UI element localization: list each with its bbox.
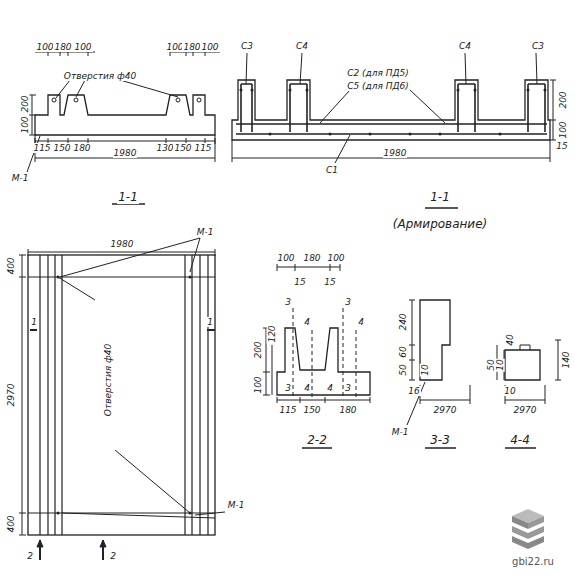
dimension-label: 3 (284, 297, 292, 307)
section-1-1 (27, 49, 220, 204)
dimension-label: С2 (для ПД5) (346, 68, 410, 78)
section-3-3 (407, 300, 470, 448)
dimension-label: М-1 (391, 427, 410, 437)
dimension-label: 100 (276, 253, 295, 263)
dimension-label: 3 (344, 297, 352, 307)
dimension-label: М-1 (11, 173, 30, 183)
dimension-label: 115 (193, 143, 212, 153)
dimension-label: 100 (326, 253, 345, 263)
dimension-label: 400 (6, 514, 16, 533)
dimension-label: 150 (173, 143, 192, 153)
dimension-label: 100 (73, 42, 92, 52)
section-title: 2-2 (306, 434, 328, 447)
dimension-label: 180 (72, 143, 91, 153)
dimension-label: 120 (267, 324, 277, 343)
watermark: gbi22.ru (511, 557, 555, 567)
dimension-label: 100 (200, 42, 219, 52)
dimension-label: М-1 (196, 227, 215, 237)
dimension-label: 140 (561, 350, 571, 369)
section-title: 1-1 (429, 191, 451, 204)
dimension-label: С3 (240, 41, 254, 51)
dimension-label: С4 (295, 41, 309, 51)
dimension-label: Отверстия ф40 (103, 343, 113, 417)
dimension-label: 150 (52, 143, 71, 153)
dimension-label: 4 (303, 383, 311, 393)
dimension-label: 115 (32, 143, 51, 153)
dimension-label: 1 (30, 317, 38, 327)
section-title: 3-3 (429, 434, 451, 447)
dimension-label: 2 (109, 551, 117, 561)
dimension-label: 2970 (433, 405, 458, 415)
dimension-label: 4 (357, 317, 365, 327)
dimension-label: 40 (505, 333, 515, 346)
dimension-label: 2 (26, 551, 34, 561)
dimension-label: 400 (6, 256, 16, 275)
dimension-label: Отверстия ф40 (63, 71, 137, 81)
dimension-label: 100 (558, 120, 568, 139)
dimension-label: 130 (155, 143, 174, 153)
dimension-label: 180 (182, 42, 201, 52)
dimension-label: 150 (302, 405, 321, 415)
dimension-label: 10 (495, 358, 505, 371)
dimension-label: 180 (302, 253, 321, 263)
dimension-label: 3 (344, 383, 352, 393)
dimension-label: 15 (323, 277, 336, 287)
dimension-label: С4 (458, 41, 472, 51)
section-2-2 (263, 264, 370, 448)
dimension-label: М-1 (227, 500, 246, 510)
dimension-label: 2970 (6, 383, 16, 408)
dimension-label: 10 (503, 386, 516, 396)
dimension-label: 15 (293, 277, 306, 287)
dimension-label: 100 (20, 115, 30, 134)
dimension-label: 115 (278, 405, 297, 415)
site-logo (512, 509, 544, 549)
dimension-label: 10 (420, 363, 430, 376)
dimension-label: С5 (для ПД6) (346, 81, 410, 91)
dimension-label: 1980 (113, 148, 138, 158)
dimension-label: 4 (326, 383, 334, 393)
section-title: (Армирование) (392, 218, 488, 231)
dimension-label: 200 (20, 94, 30, 113)
dimension-label: 1980 (110, 239, 135, 249)
dimension-label: 180 (338, 405, 357, 415)
dimension-label: 100 (253, 375, 263, 394)
section-4-4 (497, 340, 561, 448)
section-title: 1-1 (117, 191, 139, 204)
dimension-label: 50 (398, 363, 408, 376)
dimension-label: 3 (284, 383, 292, 393)
dimension-label: 200 (558, 90, 568, 109)
dimension-label: 240 (398, 312, 408, 331)
dimension-label: С3 (531, 41, 545, 51)
section-1-1-reinforcement (232, 53, 556, 208)
dimension-label: 4 (303, 317, 311, 327)
dimension-label: 180 (53, 42, 72, 52)
dimension-label: 100 (35, 42, 54, 52)
dimension-label: 15 (555, 141, 568, 151)
dimension-label: 16 (407, 386, 420, 396)
dimension-label: С1 (325, 165, 339, 175)
section-title: 4-4 (509, 434, 531, 447)
dimension-label: 200 (253, 340, 263, 359)
dimension-label: 1 (206, 317, 214, 327)
plan-view (19, 238, 225, 560)
dimension-label: 2970 (513, 405, 538, 415)
dimension-label: 60 (398, 345, 408, 358)
dimension-label: 1980 (383, 148, 408, 158)
